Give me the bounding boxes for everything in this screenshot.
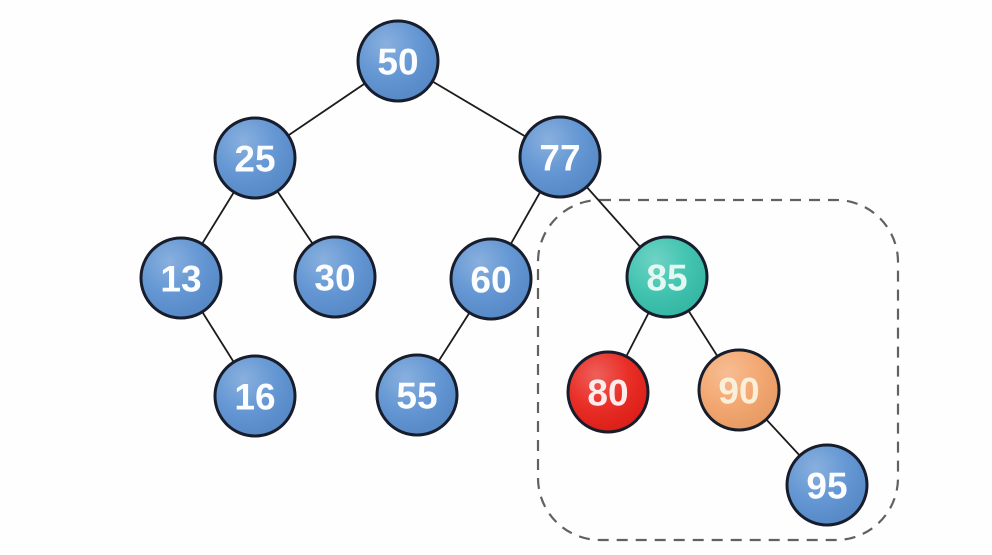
tree-node-60: 60	[449, 237, 533, 321]
subtree-highlight-region	[536, 198, 900, 542]
node-sheen	[296, 238, 374, 316]
tree-node-55: 55	[375, 353, 459, 437]
tree-node-50: 50	[356, 19, 440, 103]
tree-node-80: 80	[566, 350, 650, 434]
node-sheen	[700, 351, 778, 429]
node-sheen	[216, 357, 294, 435]
node-sheen	[216, 119, 294, 197]
node-sheen	[142, 239, 220, 317]
node-sheen	[452, 240, 530, 318]
node-sheen	[378, 356, 456, 434]
tree-node-85: 85	[625, 235, 709, 319]
tree-node-95: 95	[785, 443, 869, 527]
tree-node-25: 25	[213, 116, 297, 200]
tree-node-90: 90	[697, 348, 781, 432]
tree-node-13: 13	[139, 236, 223, 320]
node-sheen	[788, 446, 866, 524]
node-sheen	[628, 238, 706, 316]
tree-node-77: 77	[518, 115, 602, 199]
node-sheen	[359, 22, 437, 100]
node-sheen	[569, 353, 647, 431]
node-sheen	[521, 118, 599, 196]
tree-node-30: 30	[293, 235, 377, 319]
tree-node-16: 16	[213, 354, 297, 438]
